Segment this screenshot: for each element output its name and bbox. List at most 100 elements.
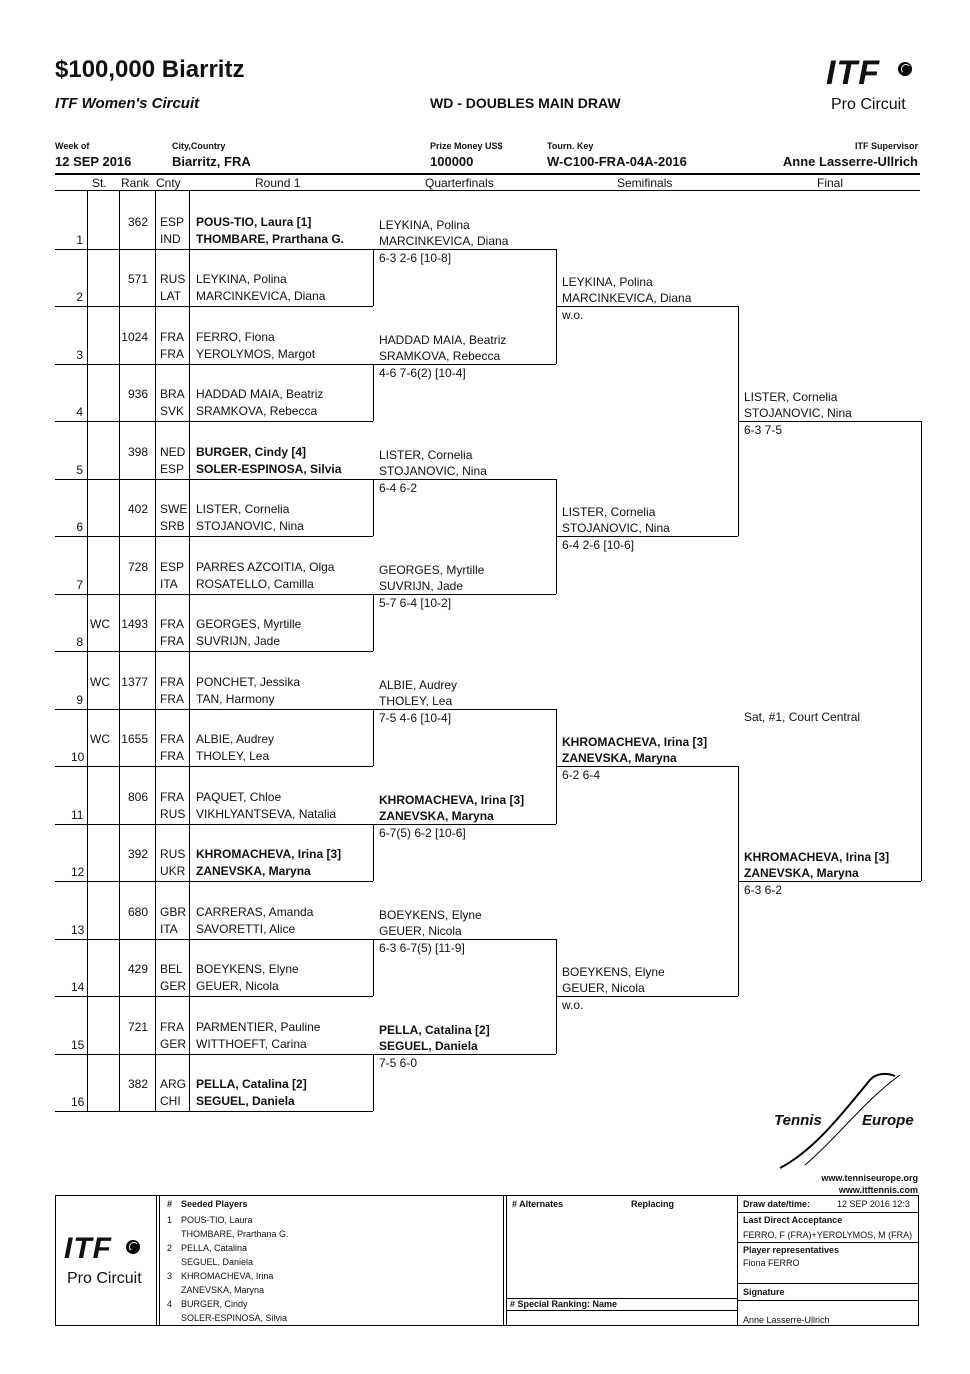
sf-score: 6-4 2-6 [10-6]: [562, 538, 635, 552]
team-rank: 429: [127, 962, 148, 976]
team-rank: 806: [127, 789, 148, 804]
country-2: ITA: [160, 576, 178, 591]
signature-label: Signature: [743, 1287, 785, 1297]
footer-tennis-ball-icon: [126, 1240, 140, 1254]
player-1: CARRERAS, Amanda: [196, 904, 314, 919]
seeded-title: Seeded Players: [181, 1199, 248, 1209]
seed-number: 2: [167, 1243, 173, 1253]
team-rank: 571: [127, 272, 148, 286]
special-ranking-label: # Special Ranking: Name: [510, 1299, 618, 1309]
qf-winner-player-1: LISTER, Cornelia: [379, 447, 473, 462]
qf-winner-player-1: LEYKINA, Polina: [379, 217, 470, 232]
sf-score: w.o.: [562, 308, 584, 322]
country-2: IND: [160, 231, 181, 246]
footer-pro-circuit-text: Pro Circuit: [67, 1270, 142, 1287]
team-rank: 382: [127, 1077, 148, 1091]
prize-value: 100000: [430, 154, 474, 169]
player-2: SUVRIJN, Jade: [196, 634, 281, 648]
player-1: PARMENTIER, Pauline: [196, 1019, 321, 1034]
country-1: ESP: [160, 559, 185, 574]
supervisor-label: ITF Supervisor: [854, 141, 918, 151]
column-header-rule: [55, 190, 920, 191]
qf-winner-player-2: SEGUEL, Daniela: [379, 1038, 478, 1053]
country-2: FRA: [160, 691, 184, 706]
player-1: PARRES AZCOITIA, Olga: [196, 559, 335, 574]
draw-line-number: 16: [71, 1095, 85, 1109]
sponsor-url-1[interactable]: www.tenniseurope.org: [821, 1173, 918, 1183]
city-value: Biarritz, FRA: [172, 154, 251, 169]
country-1: FRA: [160, 674, 184, 689]
sponsor-tennis: Tennis: [774, 1112, 822, 1129]
qf-winner-player-2: SRAMKOVA, Rebecca: [379, 348, 501, 363]
sf-winner-player-1: KHROMACHEVA, Irina [3]: [562, 735, 708, 749]
draw-line-number: 8: [76, 635, 83, 649]
team-rank: 680: [127, 904, 148, 919]
player-2: THOMBARE, Prarthana G.: [196, 231, 345, 246]
draw-date-label: Draw date/time:: [743, 1199, 811, 1209]
sponsor-url-2[interactable]: www.itftennis.com: [838, 1185, 918, 1195]
sf-winner-player-1: LISTER, Cornelia: [562, 505, 656, 519]
sponsor-europe: Europe: [862, 1112, 914, 1129]
country-2: FRA: [160, 346, 184, 361]
final-winner-player-1: KHROMACHEVA, Irina [3]: [744, 850, 890, 864]
player-1: BOEYKENS, Elyne: [196, 962, 299, 976]
seed-number: 3: [167, 1271, 173, 1281]
qf-score: 6-3 2-6 [10-8]: [379, 250, 452, 265]
sf-score: w.o.: [562, 998, 584, 1012]
draw-line-number: 1: [76, 232, 83, 247]
player-2: GEUER, Nicola: [196, 979, 279, 993]
draw-line-number: 13: [71, 922, 85, 937]
alternates-label: # Alternates: [512, 1199, 564, 1209]
player-1: POUS-TIO, Laura [1]: [196, 214, 312, 229]
qf-score: 6-3 6-7(5) [11-9]: [379, 940, 465, 955]
final-winner-player-1: LISTER, Cornelia: [744, 390, 838, 404]
status: WC: [90, 674, 110, 689]
draw-line-number: 10: [71, 750, 85, 764]
qf-winner-player-2: THOLEY, Lea: [379, 693, 453, 708]
player-2: SOLER-ESPINOSA, Silvia: [196, 461, 342, 476]
final-winner-player-2: ZANEVSKA, Maryna: [744, 866, 859, 880]
player-2: TAN, Harmony: [196, 691, 275, 706]
team-rank: 728: [127, 559, 148, 574]
signature-value: Anne Lasserre-Ullrich: [743, 1315, 830, 1325]
qf-winner-player-1: GEORGES, Myrtille: [379, 562, 485, 577]
team-rank: 1024: [121, 329, 148, 344]
seed-player: BURGER, Cindy: [181, 1299, 248, 1309]
tennis-europe-swoosh-icon: [779, 1072, 901, 1169]
qf-score: 4-6 7-6(2) [10-4]: [379, 365, 466, 380]
col-st: St.: [92, 176, 107, 190]
team-rank: 1377: [121, 674, 148, 689]
qf-winner-player-2: MARCINKEVICA, Diana: [379, 233, 509, 248]
seed-number: 1: [167, 1215, 173, 1225]
pro-circuit-text: Pro Circuit: [831, 96, 906, 113]
week-label: Week of: [55, 141, 90, 151]
draw-line-number: 12: [71, 865, 85, 879]
team-rank: 392: [127, 847, 148, 861]
draw-line-number: 7: [76, 577, 83, 592]
sf-winner-player-1: LEYKINA, Polina: [562, 275, 653, 289]
player-1: ALBIE, Audrey: [196, 732, 275, 746]
qf-winner-player-1: ALBIE, Audrey: [379, 677, 458, 692]
seed-player: THOMBARE, Prarthana G.: [181, 1229, 289, 1239]
replacing-label: Replacing: [631, 1199, 675, 1209]
sf-winner-player-1: BOEYKENS, Elyne: [562, 965, 665, 979]
qf-score: 6-7(5) 6-2 [10-6]: [379, 825, 466, 840]
player-1: HADDAD MAIA, Beatriz: [196, 387, 324, 401]
qf-winner-player-2: GEUER, Nicola: [379, 923, 462, 938]
qf-winner-player-1: PELLA, Catalina [2]: [379, 1022, 490, 1037]
draw-line-number: 2: [76, 290, 83, 304]
player-1: LISTER, Cornelia: [196, 502, 290, 516]
key-label: Tourn. Key: [547, 141, 594, 151]
country-1: RUS: [160, 847, 186, 861]
country-1: BEL: [160, 962, 183, 976]
lda-label: Last Direct Acceptance: [743, 1215, 843, 1225]
prize-label: Prize Money US$: [430, 141, 503, 151]
draw-line-number: 14: [71, 980, 85, 994]
seed-player: SOLER-ESPINOSA, Silvia: [181, 1313, 288, 1323]
col-quarterfinals: Quarterfinals: [425, 176, 494, 190]
player-rep-label: Player representatives: [743, 1245, 840, 1255]
qf-score: 5-7 6-4 [10-2]: [379, 595, 452, 610]
circuit-name: ITF Women's Circuit: [55, 95, 200, 112]
player-2: THOLEY, Lea: [196, 749, 270, 763]
final-court-info: Sat, #1, Court Central: [744, 710, 861, 724]
